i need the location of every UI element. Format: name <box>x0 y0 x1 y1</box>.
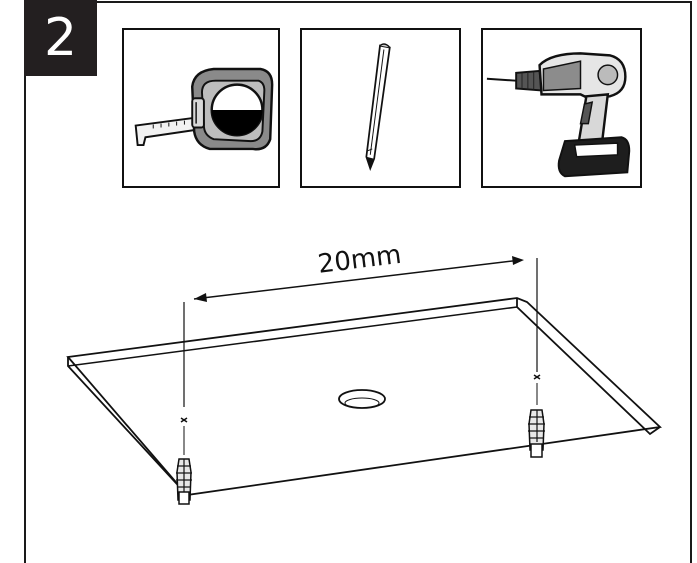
pencil-icon <box>365 43 391 172</box>
center-hole <box>338 389 386 409</box>
dimension-arrow <box>193 256 524 302</box>
mark-left <box>180 417 188 423</box>
dimension-label: 20mm <box>316 240 403 280</box>
tool-pencil-panel <box>300 28 461 188</box>
right-wall-plug <box>528 409 545 458</box>
drill-icon <box>486 52 631 178</box>
panel-back-edge <box>67 306 518 367</box>
tape-measure-icon <box>134 67 274 151</box>
step-number-badge: 2 <box>24 0 97 76</box>
panel-side-edge <box>516 298 661 436</box>
left-wall-plug <box>176 458 192 505</box>
tool-drill-panel <box>481 28 642 188</box>
mark-right <box>533 374 541 380</box>
tool-tape-measure-panel <box>122 28 280 188</box>
